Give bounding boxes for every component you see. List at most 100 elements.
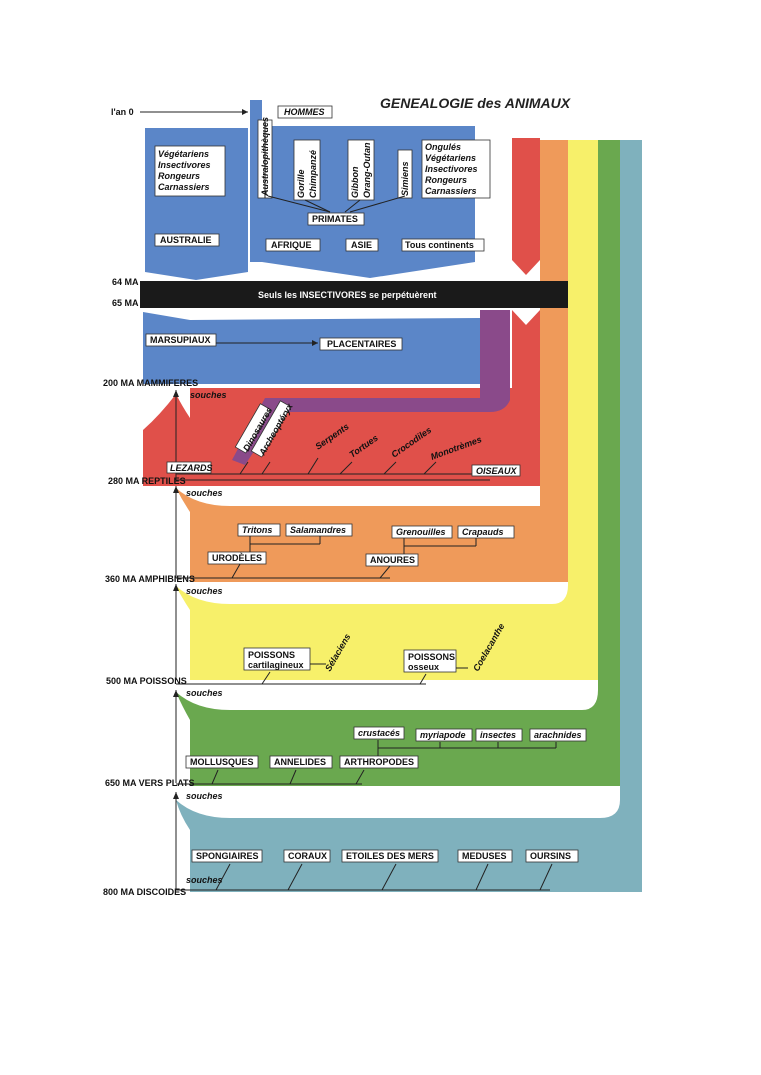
coraux-box — [283, 849, 331, 863]
left-diet-3: Carnassiers — [158, 182, 210, 192]
chimpanze-label: Chimpanzé — [308, 150, 318, 198]
left-diet-2: Rongeurs — [158, 171, 200, 181]
trunk-5-head — [173, 390, 179, 397]
crapauds-box — [457, 525, 515, 539]
era-800ma: 800 MA DISCOIDES — [103, 887, 186, 897]
myriapode-label: myriapode — [420, 730, 466, 740]
meduses-label: MEDUSES — [462, 851, 507, 861]
mollusques-label: MOLLUSQUES — [190, 757, 254, 767]
oursins-box — [525, 849, 579, 863]
era-65ma: 65 MA — [112, 298, 139, 308]
marsupiaux-arrow-head — [312, 340, 318, 346]
grenouilles-box — [391, 525, 453, 539]
asie-label: ASIE — [351, 240, 372, 250]
spongiaires-label: SPONGIAIRES — [196, 851, 259, 861]
arthropodes-label: ARTHROPODES — [344, 757, 414, 767]
simiens-box — [397, 149, 413, 199]
primate-arrows — [264, 120, 406, 213]
right-diet-box — [421, 139, 491, 199]
insectes-label: insectes — [480, 730, 516, 740]
dinosaures-box — [234, 403, 272, 454]
arrow-an0-head — [242, 109, 248, 115]
hommes-label: HOMMES — [284, 107, 325, 117]
dino-branch — [232, 310, 510, 465]
anoures-box — [365, 553, 419, 567]
archeopteryx-box — [250, 400, 292, 458]
reptile-arrows — [176, 457, 490, 481]
gorille-box — [293, 139, 321, 201]
right-diet-0: Ongulés — [425, 142, 461, 152]
souches-1: souches — [190, 390, 227, 400]
marsupiaux-box — [145, 333, 217, 347]
band-mammals-lower — [143, 312, 480, 384]
primates-box — [307, 212, 365, 226]
souches-3: souches — [186, 586, 223, 596]
etoiles-box — [341, 849, 439, 863]
extinction-band — [140, 281, 568, 308]
era-500ma: 500 MA POISSONS — [106, 676, 187, 686]
right-diet-1: Végétariens — [425, 153, 476, 163]
era-360ma: 360 MA AMPHIBIENS — [105, 574, 195, 584]
primates-label: PRIMATES — [312, 214, 358, 224]
arthropodes-box — [339, 755, 419, 769]
australie-box — [154, 233, 220, 247]
crustaces-label: crustacés — [358, 728, 400, 738]
oiseaux-label: OISEAUX — [476, 466, 518, 476]
tous-box — [401, 238, 485, 252]
era-64ma: 64 MA — [112, 277, 139, 287]
left-diet-1: Insectivores — [158, 160, 211, 170]
cartilagineux-box — [243, 647, 311, 671]
salamandres-box — [285, 523, 353, 537]
band-fish — [176, 140, 598, 680]
simiens-label: Simiens — [400, 161, 410, 196]
souches-5: souches — [186, 791, 223, 801]
left-diet-0: Végétariens — [158, 149, 209, 159]
orang-label: Orang-Outan — [362, 142, 372, 198]
souches-4: souches — [186, 688, 223, 698]
band-reptiles-column-lower — [512, 310, 540, 388]
extinction-text: Seuls les INSECTIVORES se perpétuèrent — [258, 290, 437, 300]
meduses-box — [457, 849, 513, 863]
crapauds-label: Crapauds — [462, 527, 504, 537]
band-worms — [176, 140, 620, 786]
annelides-box — [269, 755, 333, 769]
tous-label: Tous continents — [405, 240, 474, 250]
insectes-box — [475, 728, 523, 742]
osseux-line2: osseux — [408, 662, 439, 672]
gibbon-box — [347, 139, 375, 201]
souches-2: souches — [186, 488, 223, 498]
diagram-title: GENEALOGIE des ANIMAUX — [380, 95, 572, 111]
urodeles-label: URODÈLES — [212, 553, 262, 563]
trunk-4-head — [173, 486, 179, 493]
etoiles-label: ETOILES DES MERS — [346, 851, 434, 861]
right-diet-list: Ongulés Végétariens Insectivores Rongeur… — [421, 139, 491, 199]
tritons-label: Tritons — [242, 525, 272, 535]
trunk-2-head — [173, 690, 179, 697]
asie-box — [345, 238, 379, 252]
arachnides-box — [529, 728, 587, 742]
urodeles-box — [207, 551, 267, 565]
oursins-label: OURSINS — [530, 851, 571, 861]
anoures-label: ANOURES — [370, 555, 415, 565]
gibbon-label: Gibbon — [350, 166, 360, 198]
trunk-1-head — [173, 792, 179, 799]
cartilagineux-line1: POISSONS — [248, 650, 295, 660]
salamandres-label: Salamandres — [290, 525, 346, 535]
fish-osseux: POISSONS osseux — [403, 649, 457, 673]
band-reptiles-column — [512, 138, 540, 275]
gorille-label: Gorille — [296, 169, 306, 198]
arachnides-label: arachnides — [534, 730, 582, 740]
myriapode-box — [415, 728, 473, 742]
left-diet-box — [154, 145, 226, 197]
osseux-box — [403, 649, 457, 673]
oiseaux-box — [471, 464, 521, 477]
souches-6: souches — [186, 875, 223, 885]
era-280ma: 280 MA REPTILES — [108, 476, 186, 486]
afrique-box — [265, 238, 321, 252]
tritons-box — [237, 523, 281, 537]
crustaces-box — [353, 726, 405, 740]
vertical-primate-labels: Australopithèques Gorille Chimpanzé Gibb… — [257, 117, 413, 201]
australie-label: AUSTRALIE — [160, 235, 212, 245]
cartilagineux-line2: cartilagineux — [248, 660, 304, 670]
